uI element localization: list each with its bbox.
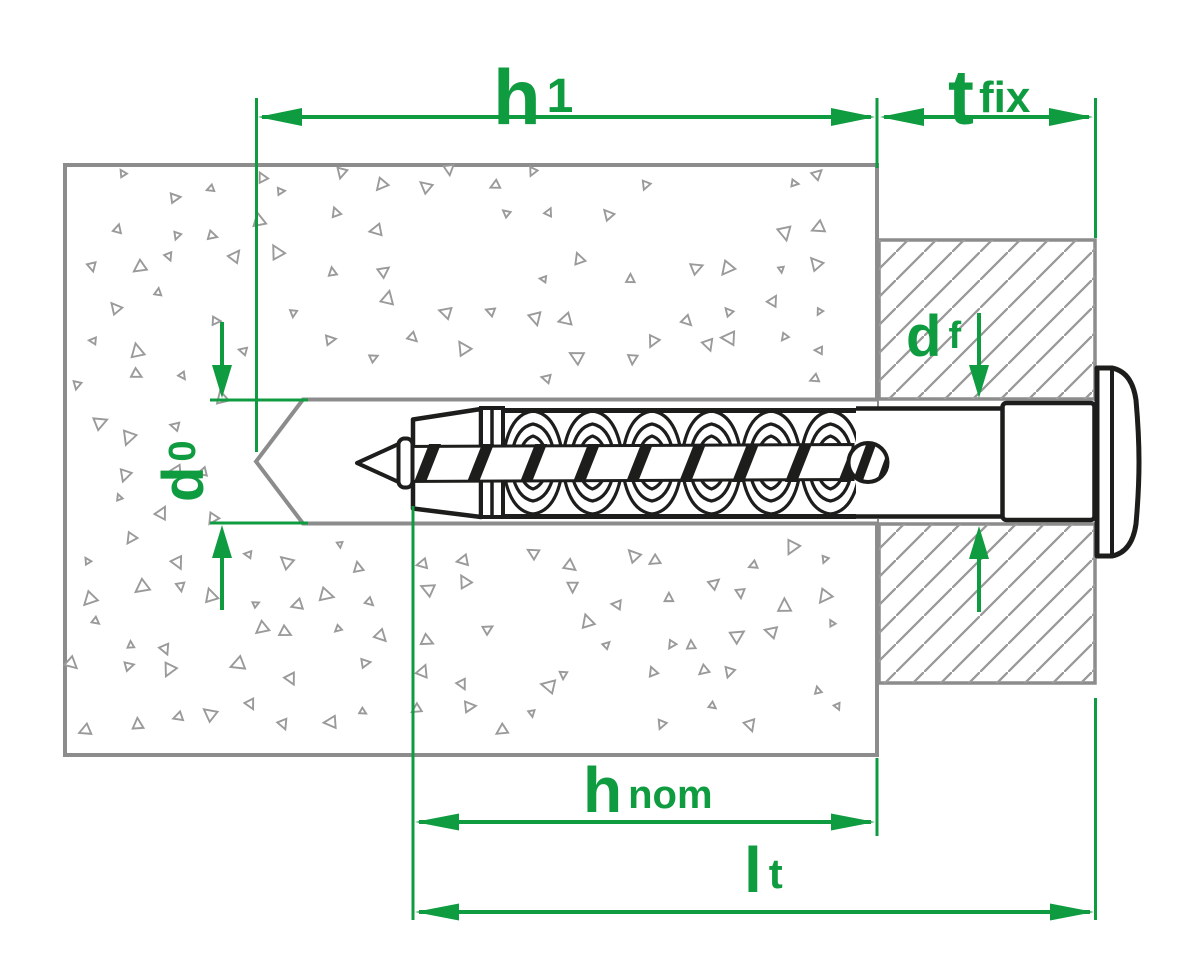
df-arrow-down-icon xyxy=(969,365,989,398)
anchor-plug-and-screw xyxy=(355,365,1142,559)
lt-arrow-right-icon xyxy=(1050,903,1094,921)
screw-head xyxy=(1094,365,1142,559)
dimension-d0: d0 xyxy=(151,322,308,610)
df-arrow-up-icon xyxy=(969,526,989,559)
screw-tip-cap xyxy=(396,436,415,490)
h1-arrow-right-icon xyxy=(831,108,875,126)
d0-label: d0 xyxy=(151,440,216,502)
plug-flange xyxy=(1000,400,1097,523)
tfix-arrow-left-icon xyxy=(880,108,924,126)
concrete-texture xyxy=(62,163,841,735)
d0-arrow-down-icon xyxy=(212,365,232,398)
lt-arrow-left-icon xyxy=(415,903,459,921)
d0-arrow-up-icon xyxy=(212,525,232,558)
h1-arrow-left-icon xyxy=(258,108,302,126)
hnom-arrow-right-icon xyxy=(831,813,875,831)
screw-end-stripes xyxy=(852,444,886,481)
drilled-hole-outline xyxy=(253,397,877,526)
fixture-hatch-bottom xyxy=(879,524,1095,683)
fixture-plate xyxy=(877,238,1097,685)
tfix-arrow-right-icon xyxy=(1049,108,1093,126)
hnom-arrow-left-icon xyxy=(415,813,459,831)
fixture-hatch-top xyxy=(879,240,1095,399)
